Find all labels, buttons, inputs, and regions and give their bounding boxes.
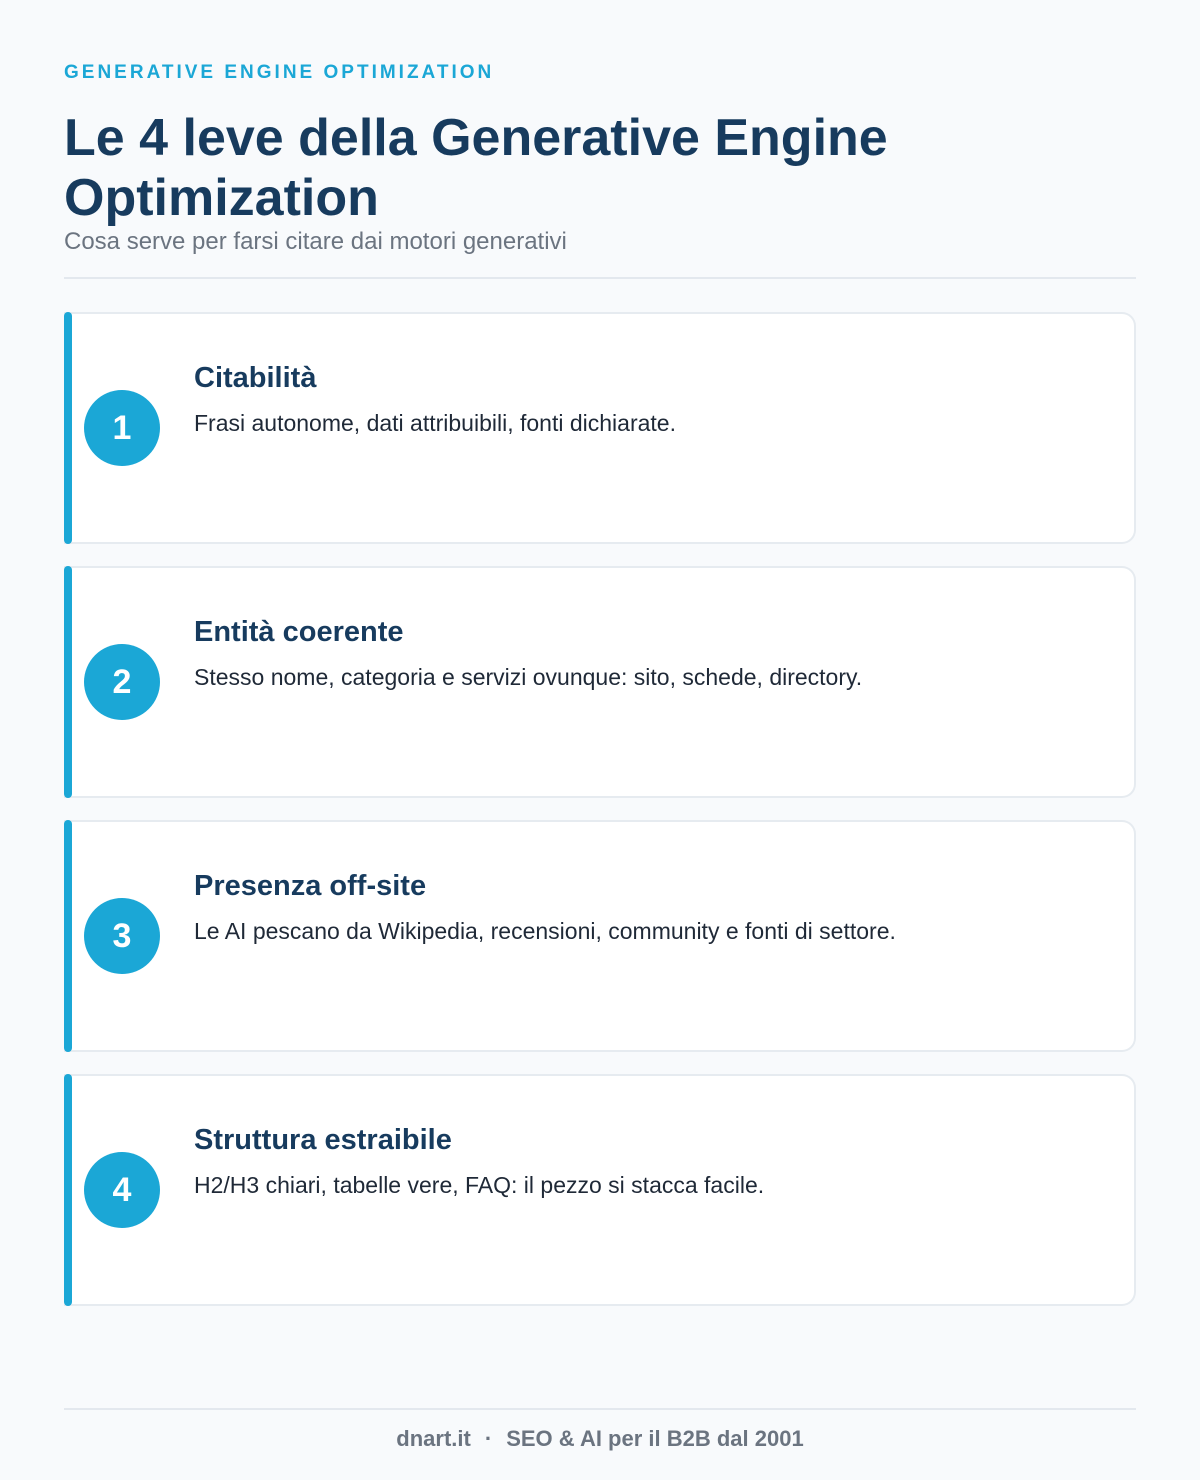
card-description: Le AI pescano da Wikipedia, recensioni, … xyxy=(194,918,896,944)
number-badge: 4 xyxy=(84,1152,160,1228)
header-divider xyxy=(64,277,1136,279)
lever-card-4: 4 Struttura estraibile H2/H3 chiari, tab… xyxy=(64,1074,1136,1306)
footer-separator: · xyxy=(484,1426,493,1451)
card-description: H2/H3 chiari, tabelle vere, FAQ: il pezz… xyxy=(194,1172,765,1198)
lever-card-1: 1 Citabilità Frasi autonome, dati attrib… xyxy=(64,312,1136,544)
footer-site: dnart.it xyxy=(396,1426,471,1451)
card-title: Citabilità xyxy=(194,362,317,394)
number-badge: 2 xyxy=(84,644,160,720)
card-title: Entità coerente xyxy=(194,616,404,648)
lever-card-2: 2 Entità coerente Stesso nome, categoria… xyxy=(64,566,1136,798)
footer: dnart.it · SEO & AI per il B2B dal 2001 xyxy=(0,1426,1200,1452)
lever-card-3: 3 Presenza off-site Le AI pescano da Wik… xyxy=(64,820,1136,1052)
card-title: Struttura estraibile xyxy=(194,1124,452,1156)
card-description: Stesso nome, categoria e servizi ovunque… xyxy=(194,664,863,690)
card-description: Frasi autonome, dati attribuibili, fonti… xyxy=(194,410,676,436)
page-title: Le 4 leve della Generative Engine Optimi… xyxy=(64,109,888,227)
eyebrow-label: GENERATIVE ENGINE OPTIMIZATION xyxy=(64,62,495,83)
footer-divider xyxy=(64,1408,1136,1410)
card-title: Presenza off-site xyxy=(194,870,427,902)
footer-tagline: SEO & AI per il B2B dal 2001 xyxy=(506,1426,804,1451)
number-badge: 3 xyxy=(84,898,160,974)
number-badge: 1 xyxy=(84,390,160,466)
page-subtitle: Cosa serve per farsi citare dai motori g… xyxy=(64,228,567,255)
